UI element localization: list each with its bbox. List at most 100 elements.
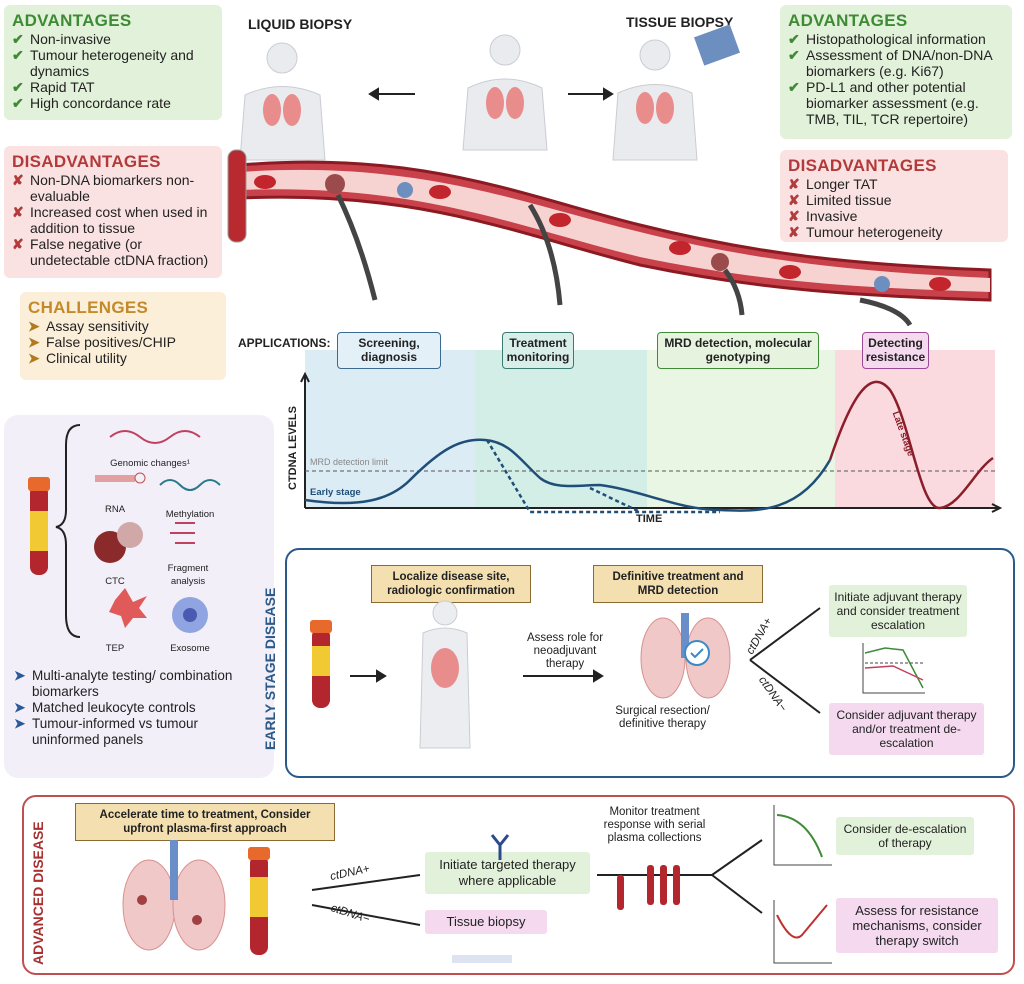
early-stage-label: EARLY STAGE DISEASE (262, 587, 278, 750)
surgery-text: Surgical resection/ definitive therapy (615, 705, 710, 730)
item-text: Assay sensitivity (46, 318, 149, 334)
item-text: Matched leukocyte controls (32, 700, 196, 715)
biopsy-illustration (227, 24, 992, 327)
check-icon: ✔ (12, 79, 24, 95)
tissue-biopsy: Tissue biopsy (425, 910, 547, 934)
list-item: ➤ Assay sensitivity (28, 318, 218, 334)
blood-tube-icon (28, 477, 50, 491)
chevron-right-icon: ➤ (28, 350, 40, 366)
band-screening (305, 350, 475, 508)
app-screening: Screening, diagnosis (337, 332, 441, 369)
late-stage-curve (828, 380, 994, 510)
app-monitoring: Treatment monitoring (502, 332, 574, 369)
heading: CHALLENGES (28, 298, 149, 317)
ctdna-chart (300, 350, 1003, 514)
brace (55, 424, 81, 638)
methylation-icon (159, 479, 221, 491)
list-item: ✔ Histopathological information (788, 31, 1004, 47)
chevron-right-icon: ➤ (28, 318, 40, 334)
analyte-label: CTC (105, 576, 125, 587)
step-definitive: Definitive treatment and MRD detection (593, 565, 763, 603)
early-stage-label: Early stage (310, 487, 361, 498)
item-text: Assessment of DNA/non-DNA biomarkers (e.… (806, 47, 992, 79)
heading: DISADVANTAGES (788, 156, 937, 175)
targeted-therapy: Initiate targeted therapy where applicab… (425, 852, 590, 894)
red-blood-cells (254, 175, 951, 291)
list-item: ✘Invasive (788, 208, 1000, 224)
analyte-label: Methylation (165, 509, 215, 520)
item-text: Rapid TAT (30, 79, 95, 95)
list-item: ✔Non-invasive (12, 31, 214, 47)
cross-icon: ✘ (12, 236, 24, 252)
slide-icon (452, 955, 512, 963)
check-icon: ✔ (788, 47, 800, 63)
liquid-advantages-box: ADVANTAGES ✔Non-invasive✔Tumour heteroge… (4, 5, 222, 120)
liquid-biopsy-label: LIQUID BIOPSY (248, 16, 353, 32)
item-text: Multi-analyte testing/ combination bioma… (32, 668, 233, 699)
response-dashed-curve (485, 439, 720, 514)
item-text: Invasive (806, 208, 858, 224)
list-item: ✔ Tumour heterogeneity and dynamics (12, 47, 214, 79)
item-text: False positives/CHIP (46, 334, 176, 350)
step-localize: Localize disease site, radiologic confir… (371, 565, 531, 603)
mrd-limit-label: MRD detection limit (310, 457, 389, 467)
item-text: Histopathological information (806, 31, 986, 47)
list-item: ➤ Multi-analyte testing/ combination biom… (14, 668, 269, 700)
heading: ADVANTAGES (788, 11, 908, 30)
check-icon: ✔ (12, 47, 24, 63)
band-mrd (647, 350, 835, 508)
resistance-assess: Assess for resistance mechanisms, consid… (836, 898, 998, 953)
chevron-right-icon: ➤ (28, 334, 40, 350)
y-axis (300, 371, 310, 508)
list-item: ✔ PD-L1 and other potential biomarker ass… (788, 79, 1004, 127)
list-item: ➤Matched leukocyte controls (14, 700, 269, 716)
check-icon: ✔ (12, 95, 24, 111)
human-figure-right (612, 39, 698, 161)
list-item: ✘Limited tissue (788, 192, 1000, 208)
arrow-icon (368, 87, 614, 101)
app-resistance: Detecting resistance (862, 332, 929, 369)
early-stage-illustration (310, 600, 925, 749)
cross-icon: ✘ (12, 204, 24, 220)
heading: DISADVANTAGES (12, 152, 161, 171)
rna-icon (95, 475, 135, 482)
applications-label: APPLICATIONS: (238, 336, 331, 350)
item-text: High concordance rate (30, 95, 171, 111)
advanced-panel (22, 795, 1015, 975)
check-icon: ✔ (12, 31, 24, 47)
list-item: ✔ High concordance rate (12, 95, 214, 111)
band-resistance (835, 350, 995, 508)
app-mrd: MRD detection, molecular genotyping (657, 332, 819, 369)
list-item: ✘Longer TAT (788, 176, 1000, 192)
monitor-text: Monitor treatment response with serial p… (603, 806, 706, 844)
item-text: Tumour heterogeneity and dynamics (30, 47, 194, 79)
fragment-icon (170, 522, 195, 544)
list-item: ➤Clinical utility (28, 350, 218, 366)
analyte-label: TEP (105, 643, 125, 654)
deescalation: Consider de-escalation of therapy (836, 817, 974, 855)
ctdna-curve (304, 438, 832, 512)
heading: ADVANTAGES (12, 11, 132, 30)
item-text: Limited tissue (806, 192, 892, 208)
advanced-illustration (122, 805, 832, 964)
analyte-label: RNA (104, 504, 126, 515)
list-item: ✘Increased cost when used in addition to… (12, 204, 214, 236)
analytes-panel (4, 415, 274, 778)
tissue-slide-icon (694, 24, 740, 66)
human-figure-center (462, 34, 548, 151)
check-icon: ✔ (788, 31, 800, 47)
x-axis-label: TIME (636, 513, 663, 525)
list-item: ➤Tumour-informed vs tumour uninformed pa… (14, 716, 269, 748)
list-item: ✘False negative (or undetectable ctDNA f… (12, 236, 214, 268)
item-text: PD-L1 and other potential biomarker asse… (806, 79, 979, 127)
step-accelerate: Accelerate time to treatment, Consider u… (75, 803, 335, 841)
check-icon (684, 640, 710, 666)
analyte-label: Genomic changes¹ (110, 458, 190, 469)
list-item: ✔ Assessment of DNA/non-DNA biomarkers (e… (788, 47, 1004, 79)
antibody-icon (490, 834, 510, 860)
cross-icon: ✘ (788, 176, 800, 192)
pos-action: Initiate adjuvant therapy and consider t… (829, 585, 967, 637)
chevron-right-icon: ➤ (14, 668, 26, 683)
check-icon: ✔ (788, 79, 800, 95)
cross-icon: ✘ (788, 224, 800, 240)
